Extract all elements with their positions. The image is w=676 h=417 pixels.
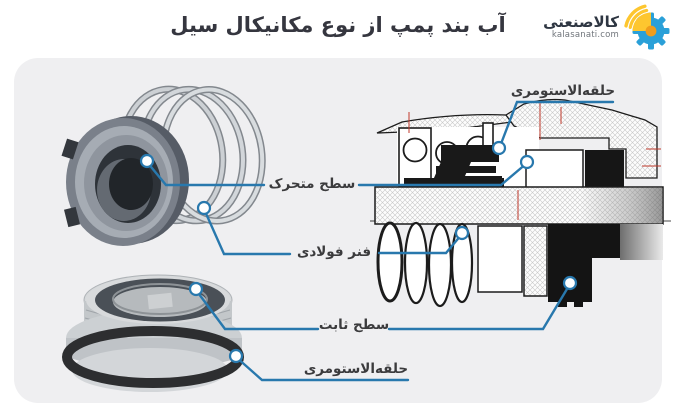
page-title: آب بند پمپ از نوع مکانیکال سیل: [170, 13, 506, 37]
callout-label-steel-spring: فنر فولادی: [296, 244, 372, 260]
brand-name: کالاصنعتی: [543, 13, 619, 31]
gear-wifi-icon: [623, 3, 671, 51]
figure-card: [14, 58, 662, 403]
brand-logo[interactable]: کالاصنعتی kalasanati.com: [543, 3, 671, 51]
brand-logo-text: کالاصنعتی kalasanati.com: [543, 14, 619, 40]
brand-domain: kalasanati.com: [551, 30, 619, 40]
callout-label-moving-face: سطح متحرک: [268, 176, 356, 192]
callout-label-elastomer-ring-top: حلقه‌الاستومری: [510, 83, 616, 99]
callout-label-elastomer-ring-bottom: حلقه‌الاستومری: [303, 361, 409, 377]
callout-label-stationary-face: سطح ثابت: [318, 317, 390, 333]
